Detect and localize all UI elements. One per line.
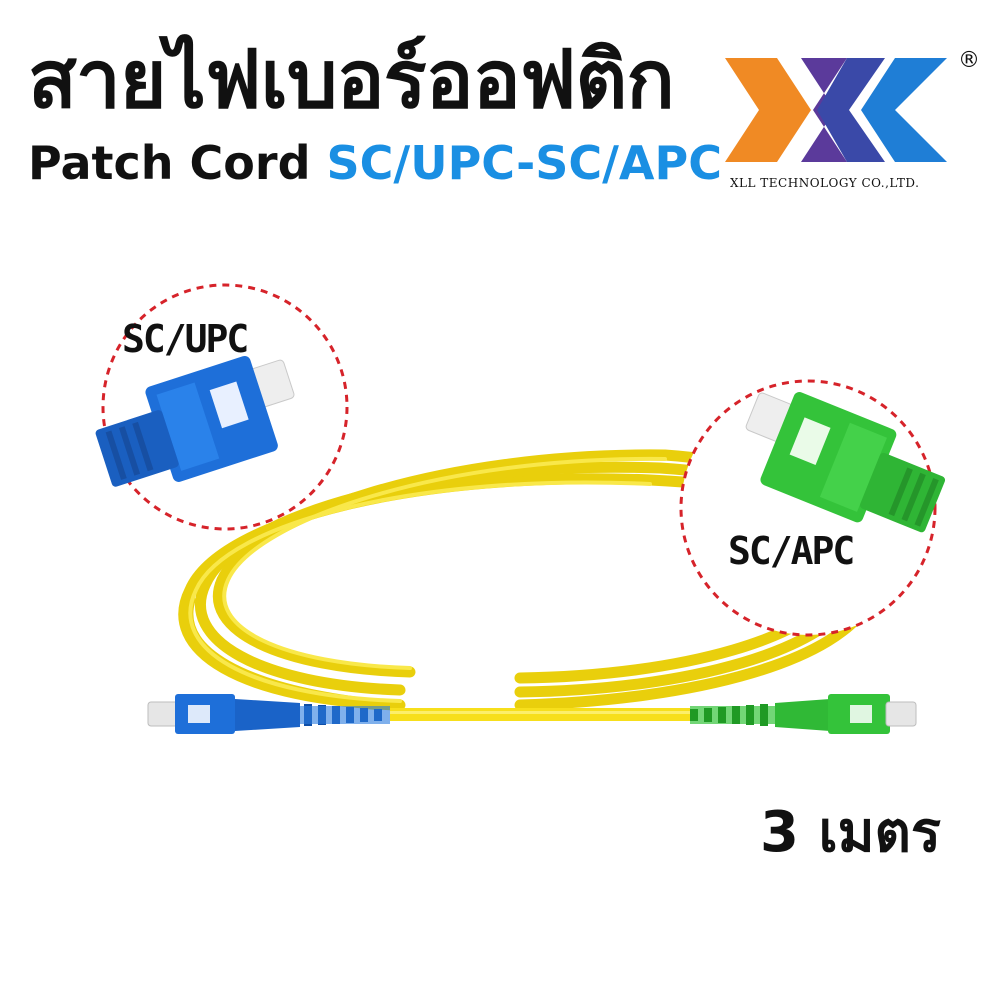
company-logo: [725, 58, 947, 162]
logo-blue-chevron: [861, 58, 947, 162]
cable-loops: [178, 449, 883, 711]
cable-straight: [390, 708, 690, 721]
upc-connector-large: [95, 355, 295, 487]
cable-straight-highlight: [390, 711, 690, 714]
apc-callout-label: SC/APC: [728, 529, 855, 573]
cable-highlights: [188, 456, 667, 703]
apc-connector-small: [690, 694, 917, 734]
subtitle-patch-cord: Patch Cord: [28, 136, 327, 190]
registered-mark: ®: [958, 48, 980, 73]
logo-blue-chevron-inner: [817, 58, 885, 162]
upc-callout-label: SC/UPC: [122, 317, 249, 361]
company-name: XLL TECHNOLOGY CO.,LTD.: [730, 176, 920, 190]
apc-connector-large: [745, 392, 946, 533]
upc-connector-small: [147, 694, 390, 734]
cable-length-label: 3 เมตร: [760, 800, 941, 865]
product-title: สายไฟเบอร์ออฟติก: [28, 33, 675, 126]
logo-orange-chevron: [725, 58, 811, 162]
product-subtitle: Patch Cord SC/UPC-SC/APC: [28, 140, 722, 186]
subtitle-connector-types: SC/UPC-SC/APC: [326, 136, 722, 190]
